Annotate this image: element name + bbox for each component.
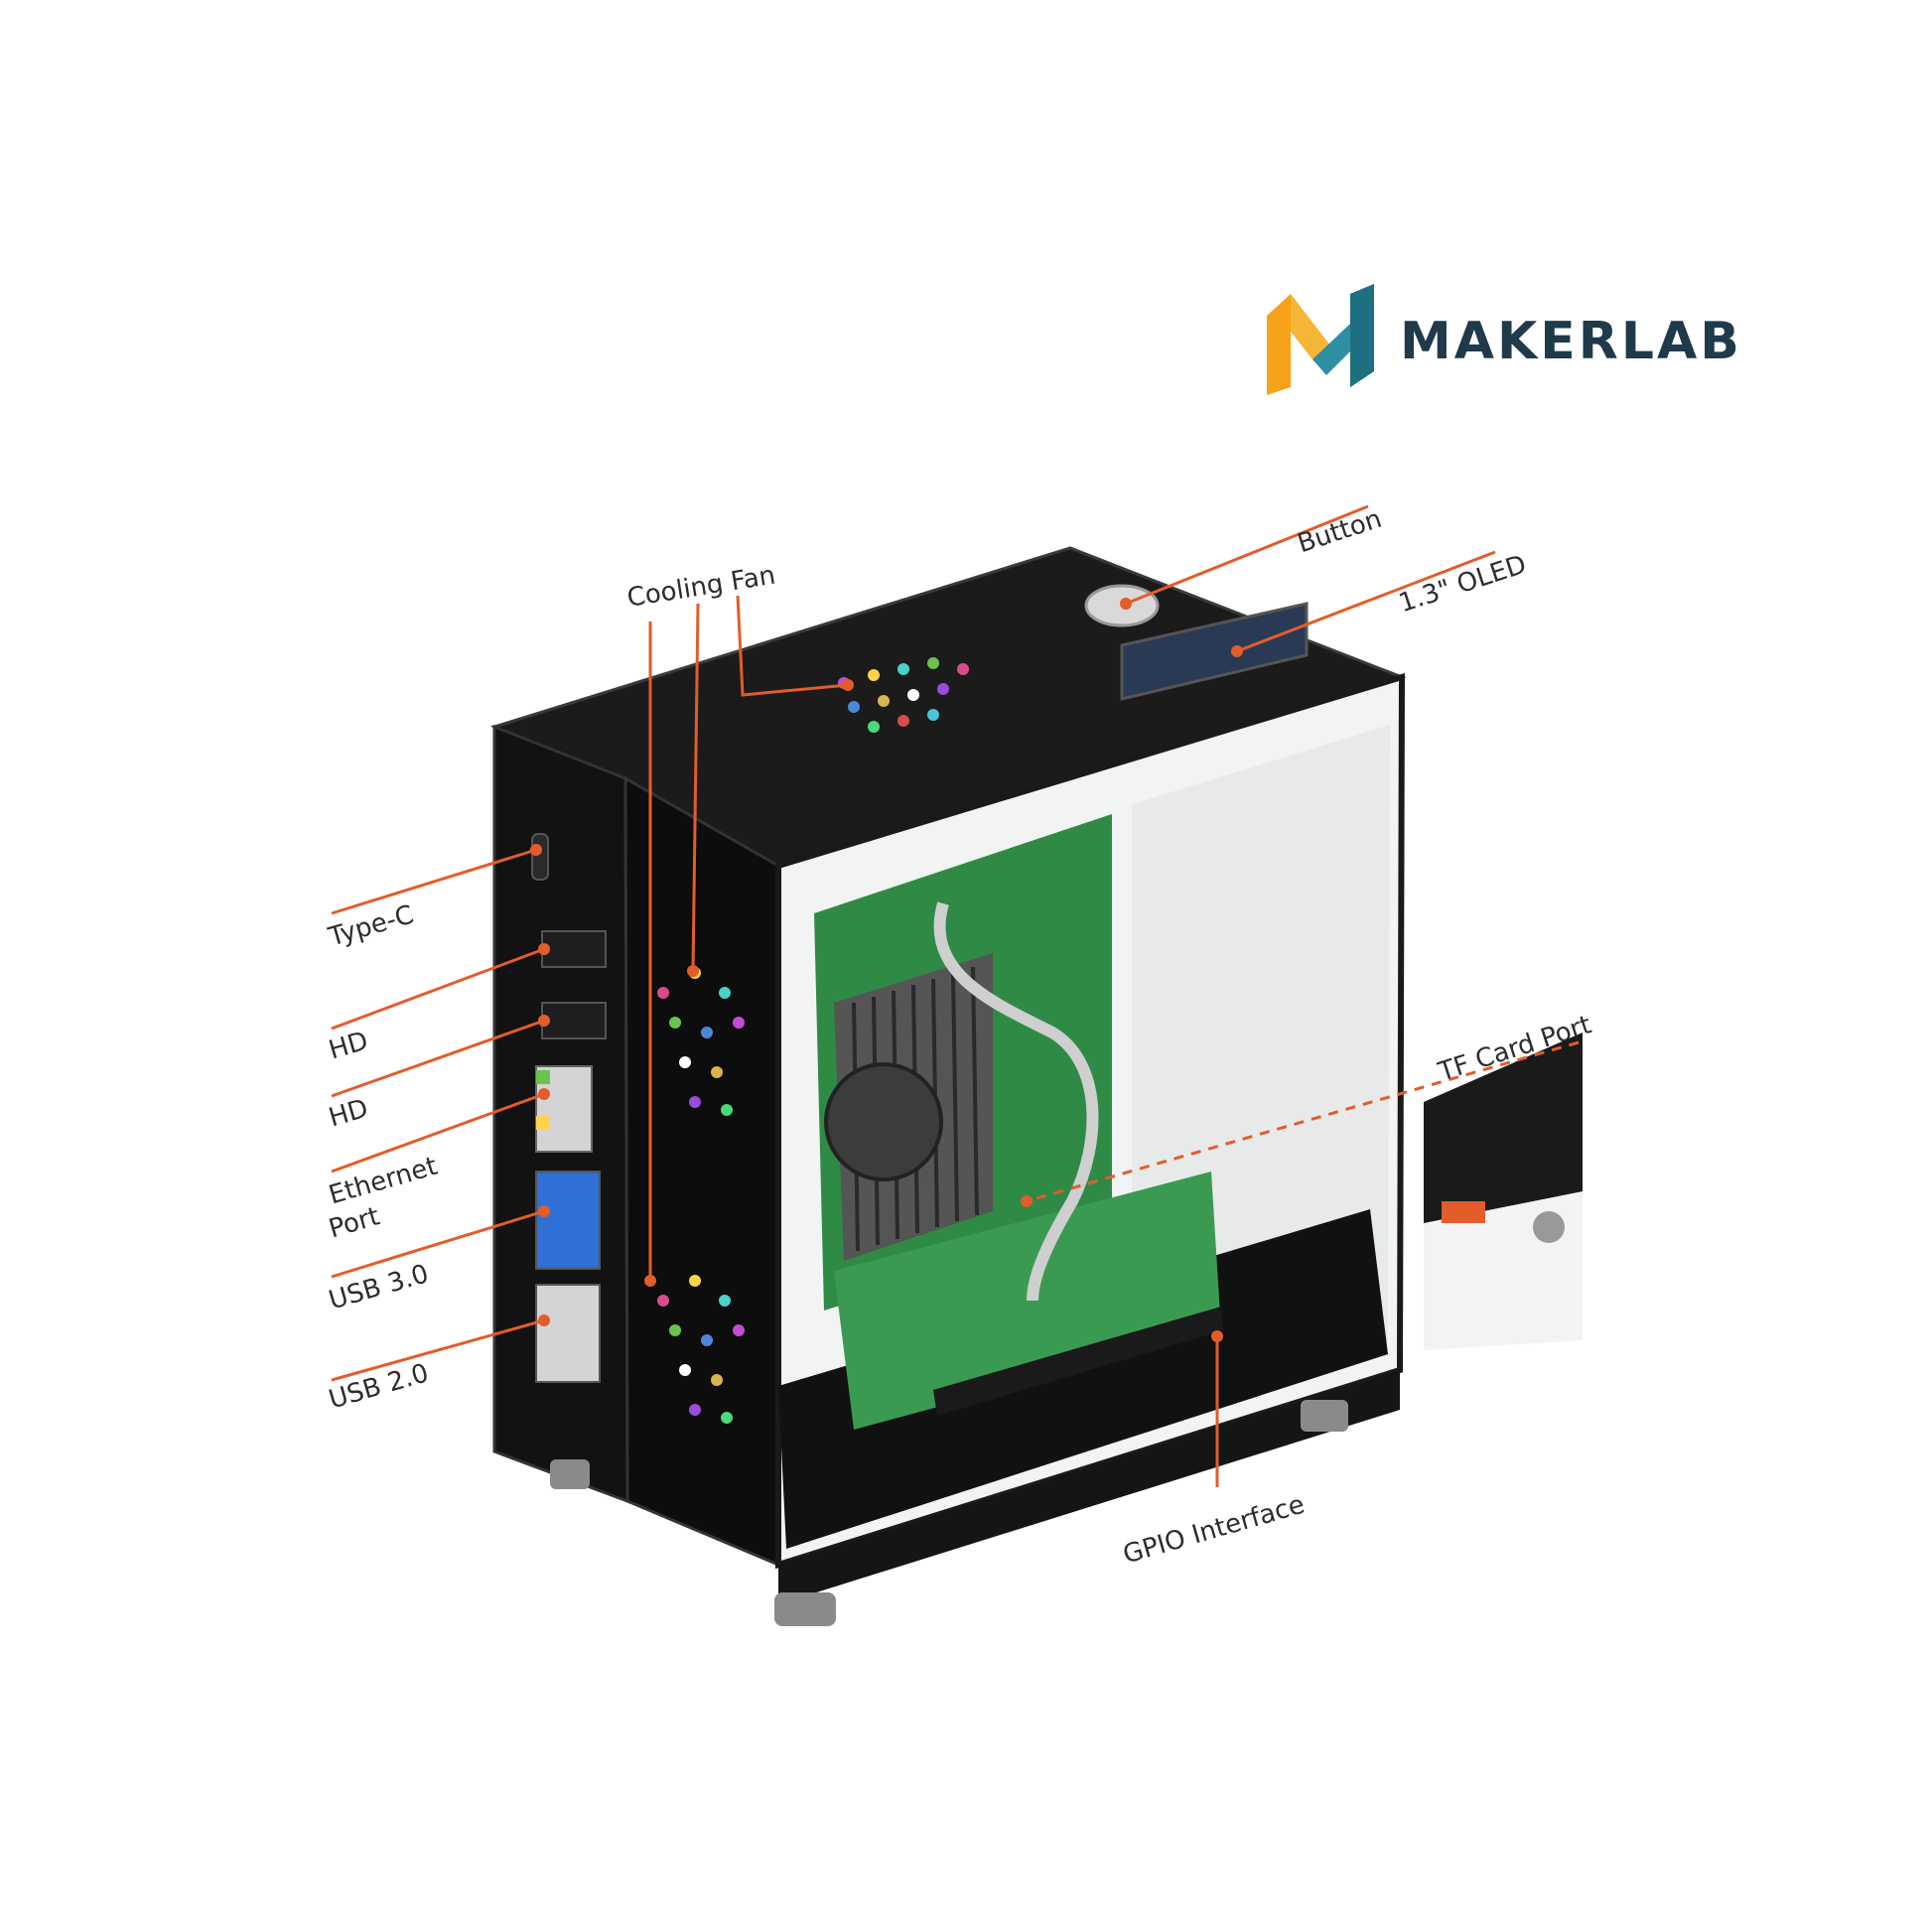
case-side-panel bbox=[623, 775, 780, 1568]
top-fan-vent bbox=[838, 657, 969, 733]
makerlab-logo-icon bbox=[1267, 284, 1374, 395]
ribbon-cable bbox=[933, 901, 1099, 1302]
leader-oled bbox=[1236, 550, 1496, 653]
brand-logo: MAKERLAB bbox=[1261, 276, 1777, 405]
brand-name: MAKERLAB bbox=[1400, 312, 1742, 371]
case-foot bbox=[1301, 1400, 1348, 1432]
cpu-fan bbox=[824, 1062, 943, 1181]
leader-cooling-fan bbox=[736, 595, 849, 697]
leader-dots bbox=[530, 598, 1243, 1342]
case-foot bbox=[550, 1459, 590, 1489]
case-floor bbox=[778, 1209, 1388, 1549]
leader-hd-2 bbox=[331, 1019, 545, 1098]
oled-screen bbox=[1120, 602, 1309, 701]
case-foot bbox=[774, 1592, 836, 1626]
hdmi-port-2 bbox=[541, 1002, 607, 1039]
type-c-port bbox=[531, 833, 549, 881]
leader-tf-card bbox=[1026, 1040, 1580, 1203]
leader-ethernet bbox=[331, 1092, 545, 1173]
tf-lock-icon bbox=[1533, 1211, 1565, 1243]
tf-card bbox=[1442, 1201, 1485, 1223]
leader-usb3 bbox=[331, 1209, 545, 1279]
usb2-ports bbox=[535, 1284, 601, 1383]
leader-lines bbox=[331, 504, 1580, 1487]
usb3-ports bbox=[535, 1171, 601, 1270]
leader-hd-1 bbox=[331, 947, 545, 1031]
side-fan-vent-lower bbox=[657, 1275, 745, 1424]
leader-type-c bbox=[331, 848, 537, 915]
hdmi-port-1 bbox=[541, 930, 607, 968]
gpio-header bbox=[933, 1307, 1223, 1416]
leader-button bbox=[1125, 504, 1369, 606]
leader-usb2 bbox=[331, 1318, 545, 1382]
leader-fan-1 bbox=[691, 603, 700, 972]
case-bottom-edge bbox=[778, 1370, 1400, 1604]
